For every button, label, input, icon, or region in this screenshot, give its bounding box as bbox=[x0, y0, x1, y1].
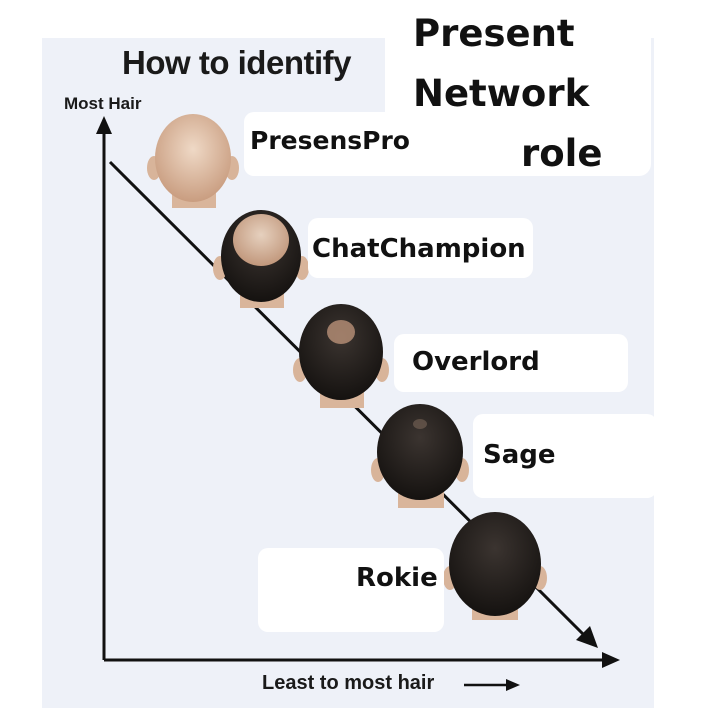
meme-title: How to identify bbox=[122, 44, 351, 81]
heading-line-2: Network bbox=[413, 72, 590, 115]
heading-line-1: Present bbox=[413, 12, 575, 55]
head-nearly-full bbox=[371, 404, 469, 508]
overlay-heading: Present Network role bbox=[413, 4, 602, 184]
role-box-rokie bbox=[258, 548, 444, 632]
role-box-sage bbox=[473, 414, 657, 498]
head-full-hair bbox=[443, 512, 547, 620]
y-axis-label: Most Hair bbox=[64, 94, 142, 113]
head-thinning bbox=[213, 210, 309, 308]
heading-line-3: role bbox=[521, 132, 603, 175]
x-axis bbox=[104, 652, 620, 668]
head-bald bbox=[147, 114, 239, 208]
y-axis bbox=[96, 116, 112, 660]
role-label-presenspro: PresensPro bbox=[250, 126, 410, 155]
role-label-rokie: Rokie bbox=[356, 563, 438, 593]
role-box-chatchampion bbox=[308, 218, 533, 278]
role-label-chatchampion: ChatChampion bbox=[312, 234, 526, 264]
role-label-overlord: Overlord bbox=[412, 347, 540, 377]
head-crown-thinning bbox=[293, 304, 389, 408]
x-axis-label: Least to most hair bbox=[262, 672, 435, 694]
x-label-arrow bbox=[464, 679, 520, 691]
role-box-overlord bbox=[394, 334, 628, 392]
role-label-sage: Sage bbox=[483, 440, 556, 470]
role-box-presenspro bbox=[244, 112, 454, 176]
